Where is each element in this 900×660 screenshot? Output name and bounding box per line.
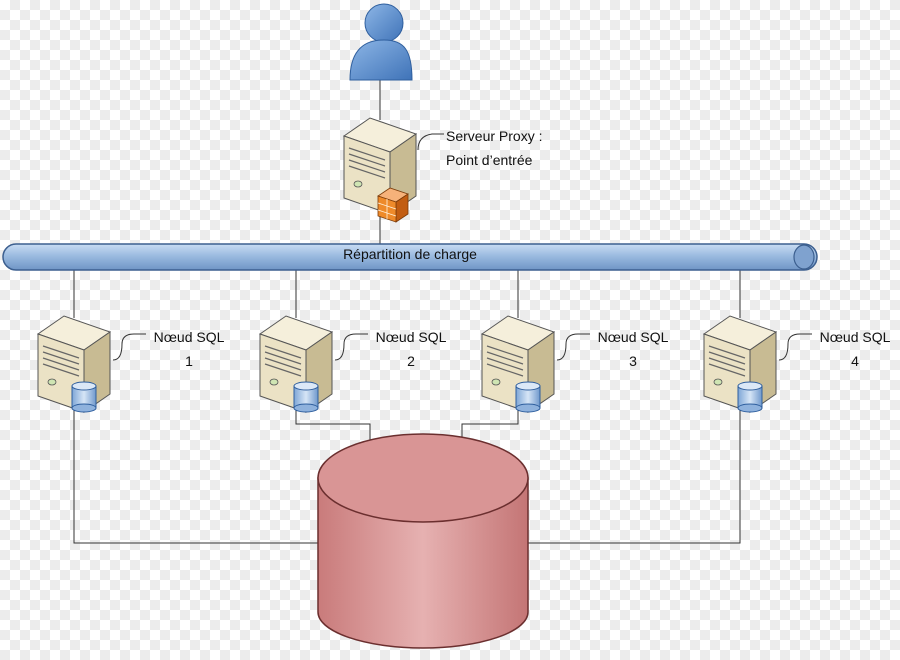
sql-node-4-label: Nœud SQL: [819, 329, 891, 345]
proxy-label-line2: Point d’entrée: [446, 152, 533, 168]
database-icon: [71, 381, 97, 413]
sql-node-3-number: 3: [629, 353, 637, 369]
firewall-icon: [377, 187, 409, 223]
sql-node-1-number: 1: [185, 353, 193, 369]
sql-node-1-label: Nœud SQL: [153, 329, 225, 345]
sql-node-2-number: 2: [407, 353, 415, 369]
database-icon: [737, 381, 763, 413]
shared-database-icon: [317, 433, 529, 649]
sql-node-3-label: Nœud SQL: [597, 329, 669, 345]
load-balancer-label: Répartition de charge: [343, 246, 477, 262]
database-icon: [293, 381, 319, 413]
database-icon: [515, 381, 541, 413]
proxy-label-line1: Serveur Proxy :: [446, 128, 543, 144]
user-icon: [349, 3, 413, 81]
sql-node-2-label: Nœud SQL: [375, 329, 447, 345]
sql-node-4-number: 4: [851, 353, 859, 369]
load-balancer-bus: [2, 243, 818, 271]
connector-lines: [73, 80, 812, 544]
